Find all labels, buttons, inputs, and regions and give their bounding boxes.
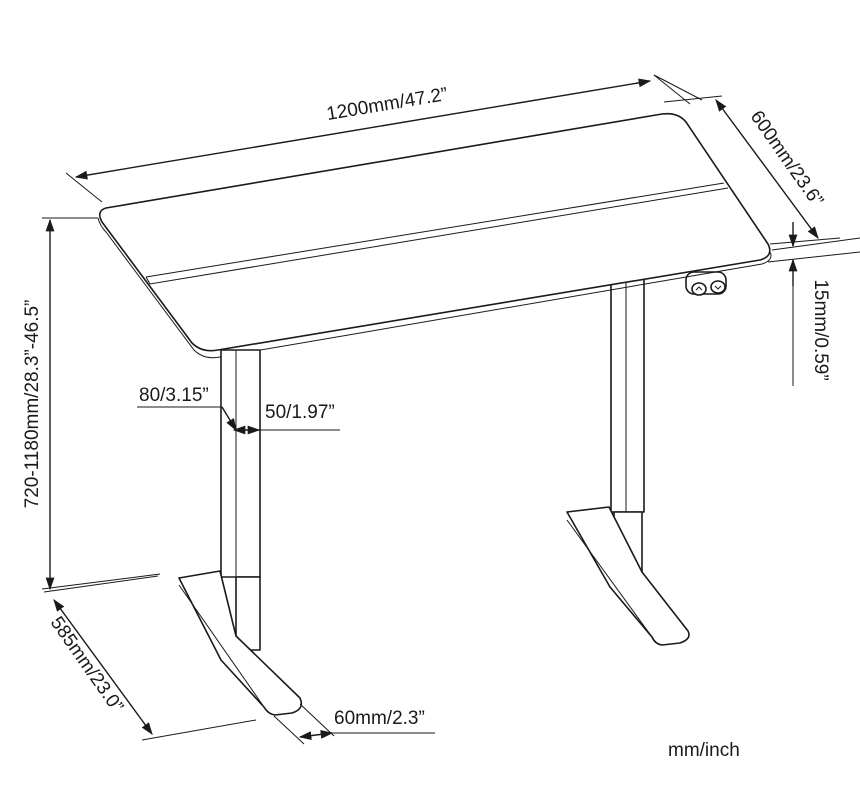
units-note: mm/inch (668, 740, 740, 761)
tabletop (97, 112, 772, 359)
arrow-up-icon (695, 286, 703, 291)
foot-width-dimension: 60mm/2.3” (273, 703, 435, 745)
foot-length-label: 585mm/23.0” (46, 613, 127, 717)
arrow-down-icon (714, 285, 722, 290)
thickness-dimension: 15mm/0.59” (767, 222, 860, 386)
height-label: 720-1180mm/28.3”-46.5” (22, 300, 43, 509)
leg-inner-label: 50/1.97” (265, 402, 335, 423)
foot-width-label: 60mm/2.3” (334, 708, 425, 729)
width-label: 1200mm/47.2” (325, 84, 449, 125)
left-leg (178, 349, 303, 716)
control-panel (685, 271, 727, 296)
thickness-label: 15mm/0.59” (810, 279, 831, 380)
leg-outer-label: 80/3.15” (139, 385, 209, 406)
leg-section-dimension: 80/3.15” 50/1.97” (137, 385, 340, 435)
right-leg (566, 265, 690, 646)
height-dimension: 720-1180mm/28.3”-46.5” (22, 217, 161, 591)
